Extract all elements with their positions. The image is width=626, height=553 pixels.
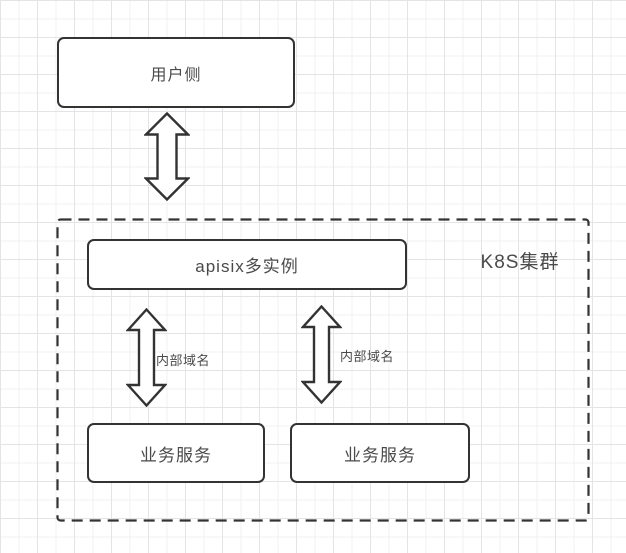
- k8s-cluster-container: [56, 218, 590, 522]
- vertical-double-arrow-icon: [301, 305, 342, 404]
- vertical-double-arrow-icon: [144, 112, 190, 201]
- node-business-service-2-label: 业务服务: [344, 445, 416, 465]
- node-apisix-multi-instance: apisix多实例: [87, 239, 407, 290]
- dashed-border: [56, 218, 590, 522]
- edge-label-internal-domain: 内部域名: [340, 349, 395, 364]
- vertical-double-arrow-icon: [126, 308, 167, 407]
- node-business-service-1-label: 业务服务: [140, 445, 212, 465]
- node-user-side-label: 用户侧: [150, 66, 202, 84]
- node-business-service-2: 业务服务: [290, 423, 470, 483]
- edge-label-internal-domain: 内部域名: [156, 353, 211, 368]
- node-business-service-1: 业务服务: [87, 423, 265, 483]
- node-apisix-label: apisix多实例: [195, 257, 299, 276]
- node-user-side: 用户侧: [57, 37, 295, 108]
- k8s-cluster-label: K8S集群: [480, 252, 560, 273]
